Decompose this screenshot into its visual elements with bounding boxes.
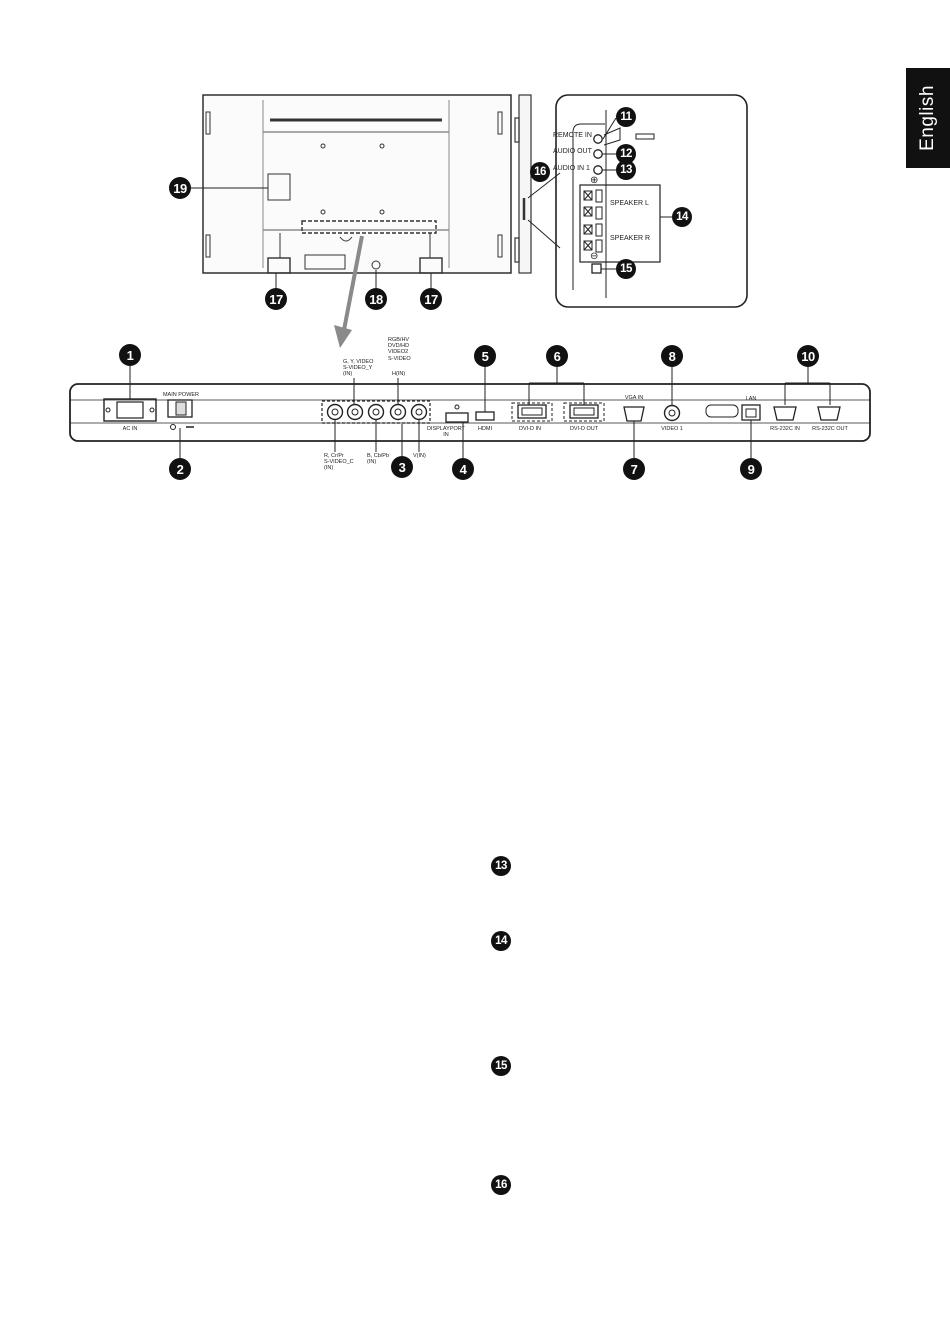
- callout-13: 13: [616, 160, 636, 180]
- callout-5: 5: [474, 345, 496, 367]
- plus-symbol: ⊕: [590, 175, 599, 186]
- callout-1: 1: [119, 344, 141, 366]
- callout-15: 15: [616, 259, 636, 279]
- callout-12: 12: [616, 144, 636, 164]
- body-callout-13: 13: [491, 856, 511, 876]
- body-callout-14: 14: [491, 931, 511, 951]
- label-video1: VIDEO 1: [661, 426, 683, 432]
- callout-9: 9: [740, 458, 762, 480]
- callout-16: 16: [530, 162, 550, 182]
- label-g-y-video: G, Y, VIDEO S-VIDEO_Y (IN): [343, 359, 374, 378]
- callout-8: 8: [661, 345, 683, 367]
- label-remote-in: REMOTE IN: [553, 132, 592, 139]
- label-displayport-in: DISPLAYPORT IN: [426, 426, 466, 439]
- label-b-cb-pb: B, Cb/Pb (IN): [367, 453, 390, 466]
- callout-14: 14: [672, 207, 692, 227]
- callout-17-left: 17: [265, 288, 287, 310]
- callout-11: 11: [616, 107, 636, 127]
- callout-7: 7: [623, 458, 645, 480]
- callout-19: 19: [169, 177, 191, 199]
- callout-10: 10: [797, 345, 819, 367]
- callout-18: 18: [365, 288, 387, 310]
- body-callout-16: 16: [491, 1175, 511, 1195]
- label-h-in: H(IN): [392, 371, 406, 377]
- callout-6: 6: [546, 345, 568, 367]
- label-rs232c-out: RS-232C OUT: [812, 426, 848, 432]
- language-tab: English: [906, 68, 950, 168]
- callout-3: 3: [391, 456, 413, 478]
- label-v-in: V(IN): [413, 453, 426, 459]
- rear-view-illustration: [69, 94, 871, 458]
- label-audio-in1: AUDIO IN 1: [553, 165, 590, 172]
- callout-2: 2: [169, 458, 191, 480]
- label-audio-out: AUDIO OUT: [553, 148, 592, 155]
- label-rs232c-in: RS-232C IN: [770, 426, 800, 432]
- label-dvi-d-in: DVI-D IN: [519, 426, 541, 432]
- label-r-cr-pr: R, Cr/Pr S-VIDEO_C (IN): [324, 453, 354, 472]
- label-vga-in: VGA IN: [624, 395, 644, 401]
- callout-4: 4: [452, 458, 474, 480]
- label-speaker-r: SPEAKER R: [610, 235, 651, 242]
- label-speaker-l: SPEAKER L: [610, 200, 649, 207]
- label-hdmi: HDMI: [477, 426, 493, 432]
- callout-17-right: 17: [420, 288, 442, 310]
- body-callout-15: 15: [491, 1056, 511, 1076]
- label-main-power: MAIN POWER: [162, 392, 200, 398]
- label-dvi-d-out: DVI-D OUT: [569, 426, 599, 432]
- label-rgb-group: RGB/HV DVD/HD VIDEO2 S-VIDEO: [388, 337, 411, 362]
- label-ac-in: AC IN: [122, 426, 138, 432]
- label-lan: LAN: [745, 396, 757, 402]
- minus-symbol: ⊖: [590, 251, 599, 262]
